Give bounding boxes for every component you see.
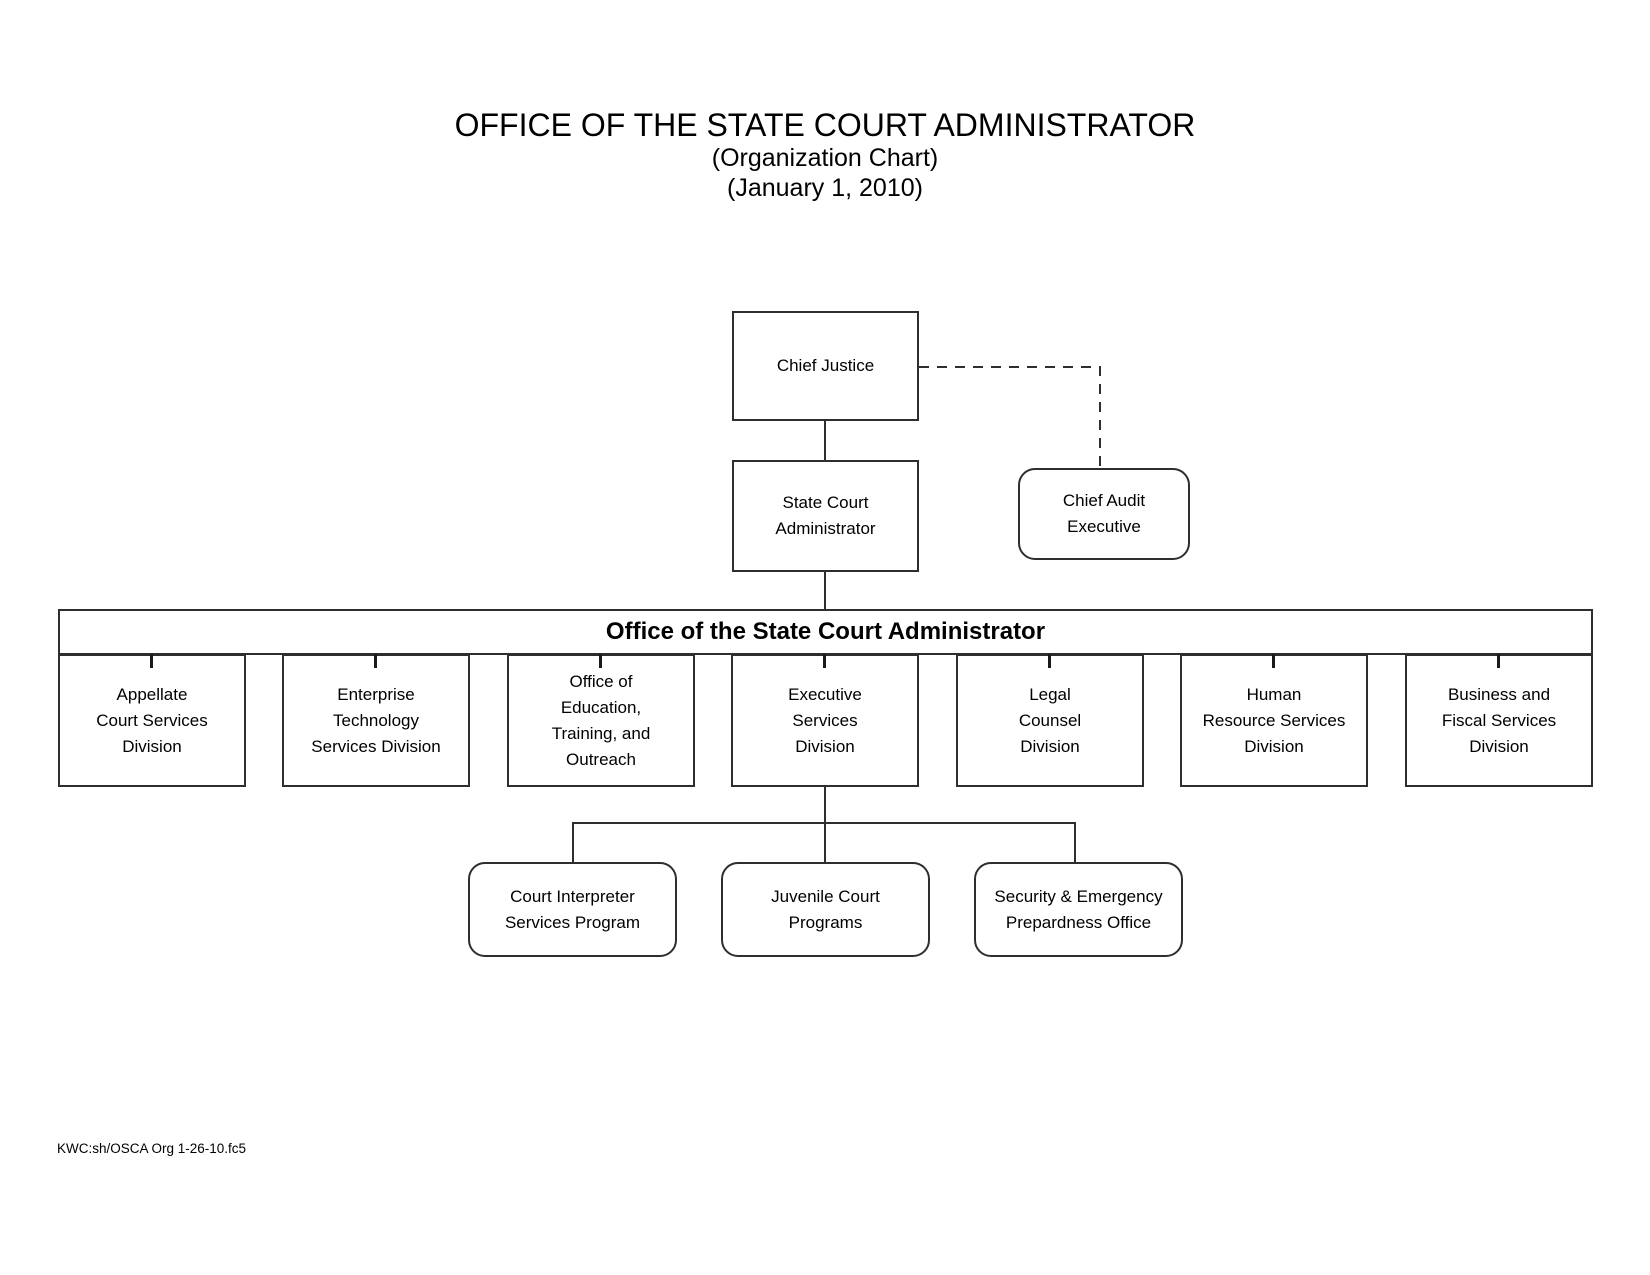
connector-tick-appellate <box>150 654 153 668</box>
chief-justice-box: Chief Justice <box>732 311 919 421</box>
division-label: Enterprise Technology Services Division <box>311 684 441 756</box>
division-box-education-training-outreach: Office of Education, Training, and Outre… <box>507 654 695 787</box>
division-label: Business and Fiscal Services Division <box>1441 684 1557 756</box>
connector-administrator-to-office <box>824 572 826 609</box>
program-label: Security & Emergency Prepardness Office <box>994 886 1163 932</box>
state-court-administrator-label: State Court Administrator <box>775 493 876 538</box>
page-title: OFFICE OF THE STATE COURT ADMINISTRATOR <box>454 107 1196 143</box>
division-box-business-fiscal-services: Business and Fiscal Services Division <box>1405 654 1593 787</box>
connector-tick-enterprise <box>374 654 377 668</box>
division-label: Human Resource Services Division <box>1202 684 1346 756</box>
connector-executive-to-programs <box>824 787 826 862</box>
program-box-court-interpreter-services: Court Interpreter Services Program <box>468 862 677 957</box>
division-label: Appellate Court Services Division <box>96 684 208 756</box>
program-label: Court Interpreter Services Program <box>504 886 641 932</box>
division-box-executive-services: Executive Services Division <box>731 654 919 787</box>
chief-audit-executive-label: Chief Audit Executive <box>1062 491 1146 536</box>
division-box-legal-counsel: Legal Counsel Division <box>956 654 1144 787</box>
division-label: Office of Education, Training, and Outre… <box>551 671 651 769</box>
dashed-connector-chief-justice-to-chief-audit <box>919 366 1101 468</box>
office-banner-label: Office of the State Court Administrator <box>605 618 1046 645</box>
chief-audit-executive-box: Chief Audit Executive <box>1018 468 1190 560</box>
division-box-appellate-court-services: Appellate Court Services Division <box>58 654 246 787</box>
program-box-security-emergency-preparedness: Security & Emergency Prepardness Office <box>974 862 1183 957</box>
connector-drop-security <box>1074 822 1076 862</box>
connector-tick-human-resource <box>1272 654 1275 668</box>
division-box-enterprise-technology-services: Enterprise Technology Services Division <box>282 654 470 787</box>
connector-programs-horizontal <box>572 822 1076 824</box>
footer-file-reference: KWC:sh/OSCA Org 1-26-10.fc5 <box>57 1141 247 1156</box>
state-court-administrator-box: State Court Administrator <box>732 460 919 572</box>
division-label: Legal Counsel Division <box>1018 684 1082 756</box>
program-label: Juvenile Court Programs <box>771 886 880 932</box>
page-subtitle-date: (January 1, 2010) <box>727 174 923 202</box>
connector-tick-education <box>599 654 602 668</box>
connector-chief-justice-to-administrator <box>824 421 826 460</box>
division-label: Executive Services Division <box>788 684 862 756</box>
page-subtitle-chart: (Organization Chart) <box>711 144 939 172</box>
program-box-juvenile-court-programs: Juvenile Court Programs <box>721 862 930 957</box>
connector-tick-business-fiscal <box>1497 654 1500 668</box>
office-banner-box: Office of the State Court Administrator <box>58 609 1593 655</box>
connector-drop-court-interpreter <box>572 822 574 862</box>
division-box-human-resource-services: Human Resource Services Division <box>1180 654 1368 787</box>
connector-tick-legal <box>1048 654 1051 668</box>
connector-tick-executive <box>823 654 826 668</box>
chief-justice-label: Chief Justice <box>776 356 875 375</box>
